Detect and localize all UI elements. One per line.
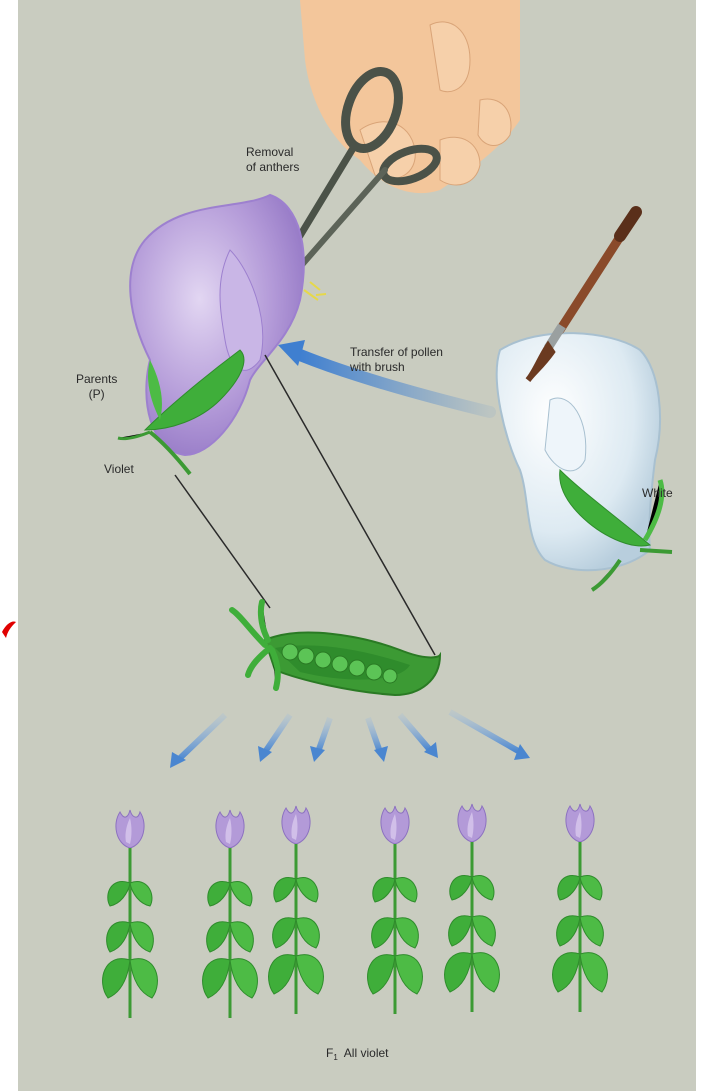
f1-all-violet-text: All violet — [338, 1046, 389, 1060]
parents-label: Parents (P) — [76, 372, 117, 402]
f1-subscript: 1 — [333, 1053, 337, 1062]
violet-label: Violet — [104, 462, 134, 477]
transfer-of-pollen-label: Transfer of pollen with brush — [350, 345, 443, 375]
removal-of-anthers-label: Removal of anthers — [246, 145, 299, 175]
white-label: White — [642, 486, 673, 501]
f1-all-violet-label: F1 All violet — [326, 1046, 389, 1062]
red-mark-icon — [2, 621, 16, 638]
